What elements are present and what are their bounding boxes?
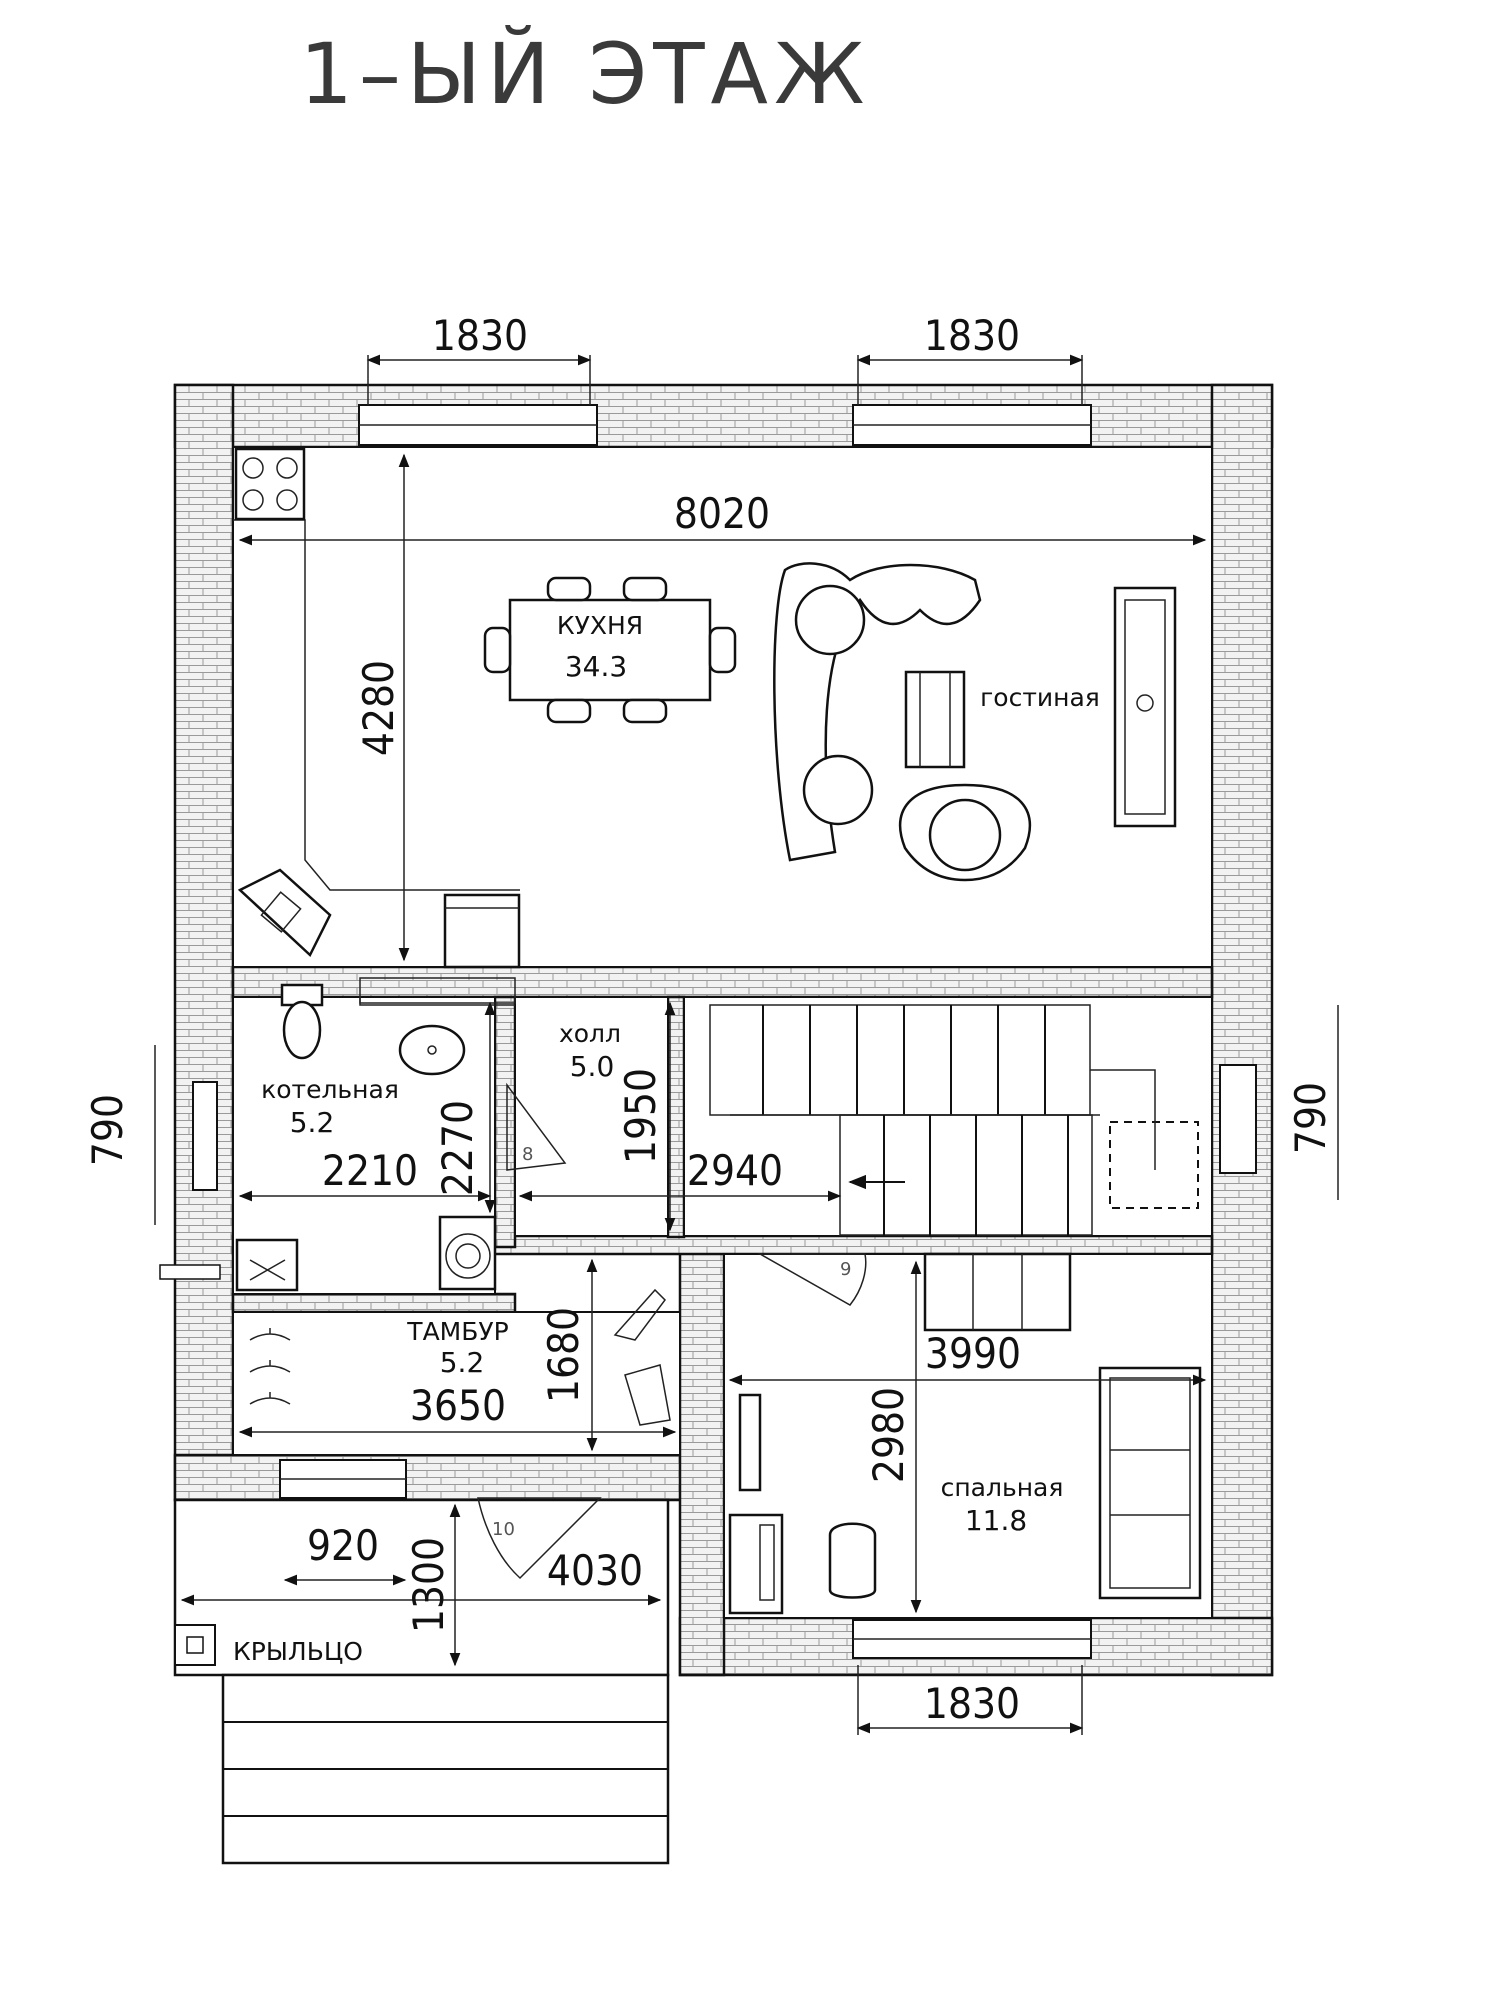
room-labels: КУХНЯ 34.3 гостиная котельная 5.2 холл 5…: [233, 611, 1100, 1666]
door-9: [757, 1253, 867, 1306]
door-8-label: 8: [522, 1144, 533, 1165]
plan-title: 1–ЫЙ ЭТАЖ: [299, 25, 870, 123]
dim-vestibule-width: 3650: [410, 1381, 506, 1430]
room-boiler-area: 5.2: [290, 1106, 335, 1139]
dim-bedroom-depth: 2980: [864, 1387, 913, 1483]
coffee-table: [904, 670, 966, 769]
living-furniture: [773, 562, 1177, 882]
room-hall-area: 5.0: [570, 1050, 615, 1083]
room-living-name: гостиная: [980, 683, 1100, 712]
bed-icon: [1098, 1366, 1202, 1600]
boiler-furniture: [235, 977, 516, 1292]
dim-bottom-window: 1830: [924, 1679, 1020, 1728]
dim-hall-width: 2940: [687, 1146, 783, 1195]
porch: [159, 1264, 670, 1865]
sink-icon: [237, 868, 332, 958]
wardrobe: [923, 1252, 1072, 1332]
room-bedroom-area: 11.8: [965, 1504, 1027, 1537]
dim-kitchen-depth: 4280: [354, 660, 403, 756]
dim-porch-width: 4030: [547, 1546, 643, 1595]
dining-table: [508, 598, 712, 702]
stove-icon: [234, 447, 306, 521]
dim-side-window-right: 790: [1286, 1082, 1335, 1154]
door-8: [506, 1082, 567, 1171]
window-east: [1219, 1064, 1257, 1174]
room-bedroom-name: спальная: [941, 1473, 1064, 1502]
washbasin-icon: [398, 1024, 466, 1076]
room-kitchen-area: 34.3: [565, 650, 627, 683]
dim-side-window-left: 790: [83, 1094, 132, 1166]
window-west: [192, 1081, 218, 1191]
dim-porch-depth: 1300: [404, 1537, 453, 1633]
dim-boiler-depth: 2270: [433, 1100, 482, 1196]
doors: 8 9 10: [477, 1082, 867, 1580]
dim-entry-window: 920: [307, 1521, 379, 1570]
dim-top-window-right: 1830: [924, 311, 1020, 360]
door-10: [477, 1497, 602, 1580]
staircase: [709, 1004, 1199, 1236]
washing-machine-icon: [438, 1215, 497, 1291]
dimension-labels: 1830 1830 8020 4280 790 790 2210 2270 19…: [83, 311, 1335, 1728]
door-9-label: 9: [840, 1259, 851, 1280]
dim-top-window-left: 1830: [432, 311, 528, 360]
kitchen-furniture: [233, 447, 737, 969]
room-vestibule-name: ТАМБУР: [406, 1317, 508, 1346]
boiler-icon: [235, 1238, 299, 1292]
dim-bedroom-width: 3990: [925, 1329, 1021, 1378]
windows: [192, 404, 1257, 1659]
fridge-icon: [443, 893, 521, 969]
room-kitchen-name: КУХНЯ: [557, 611, 643, 640]
room-hall-name: холл: [559, 1019, 621, 1048]
dim-kitchen-width: 8020: [674, 489, 770, 538]
walls: [173, 383, 1274, 1677]
dim-vestibule-depth: 1680: [539, 1307, 588, 1403]
room-porch-name: КРЫЛЬЦО: [233, 1637, 363, 1666]
vestibule-furniture: [249, 1288, 671, 1426]
room-boiler-name: котельная: [261, 1075, 399, 1104]
dim-hall-depth: 1950: [616, 1068, 665, 1164]
shoe-rack-icon: [613, 1288, 671, 1426]
room-vestibule-area: 5.2: [440, 1346, 485, 1379]
dim-boiler-width: 2210: [322, 1146, 418, 1195]
door-10-label: 10: [492, 1519, 515, 1540]
office-chair-icon: [828, 1522, 877, 1599]
dimension-lines: [154, 354, 1339, 1735]
tv-stand: [1113, 586, 1177, 828]
